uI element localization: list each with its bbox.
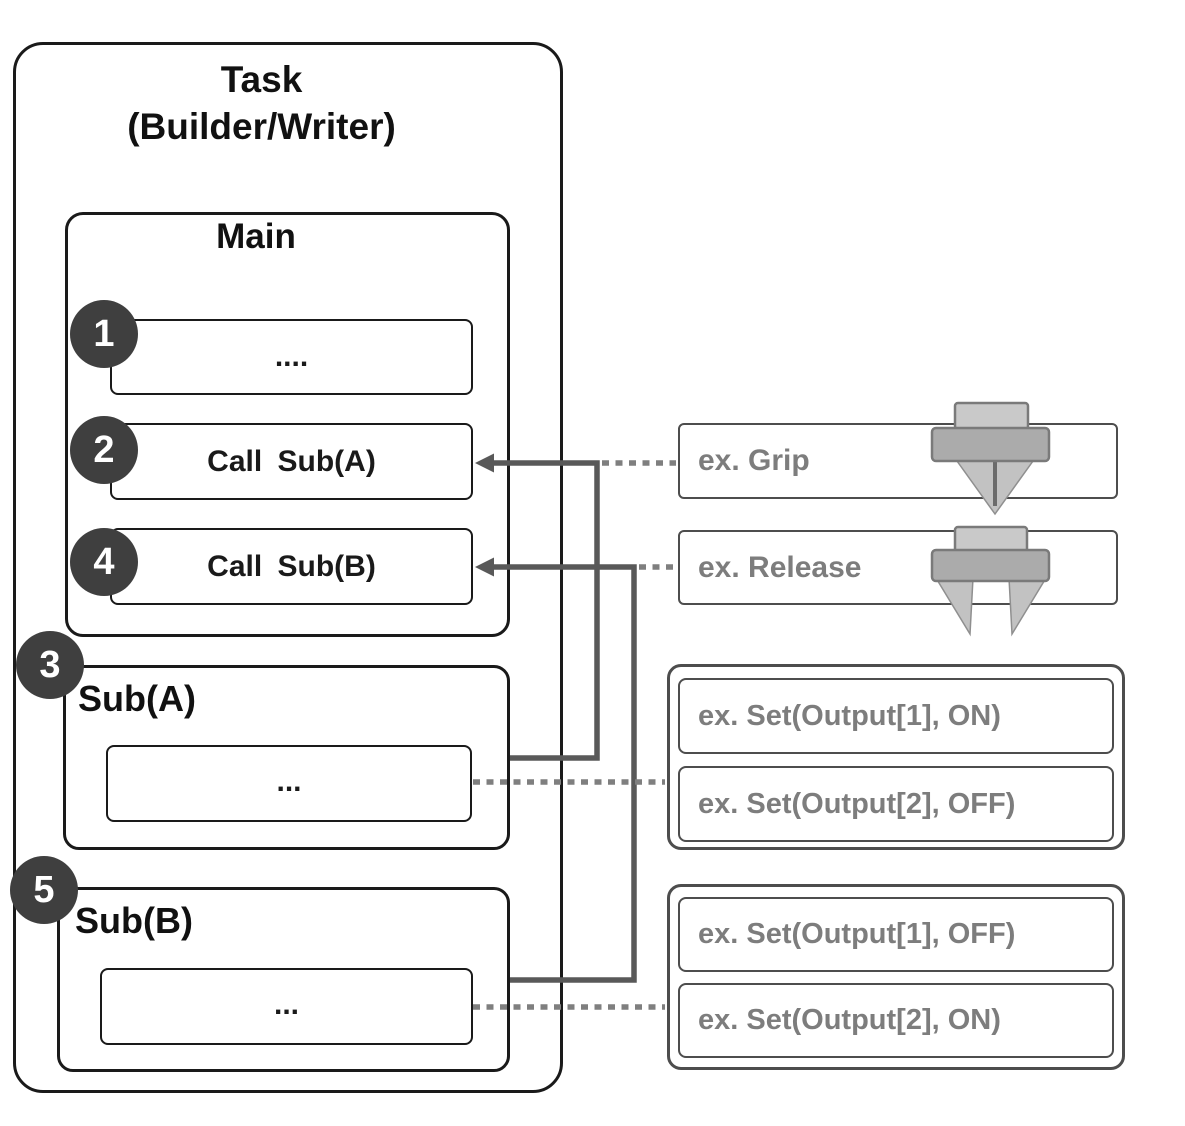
step-number-1: 1 xyxy=(93,312,115,355)
sub-a-example-label-1: ex. Set(Output[1], ON) xyxy=(698,700,1001,732)
example-grip-label: ex. Grip xyxy=(698,444,810,477)
example-release-box: ex. Release xyxy=(678,530,1118,605)
step-number-badge-3: 3 xyxy=(16,631,84,699)
sub-a-example-box-2: ex. Set(Output[2], OFF) xyxy=(678,766,1114,842)
step-number-badge-5: 5 xyxy=(10,856,78,924)
main-step-label-3: Call Sub(B) xyxy=(207,550,376,583)
sub-b-example-label-1: ex. Set(Output[1], OFF) xyxy=(698,918,1016,950)
step-number-badge-4: 4 xyxy=(70,528,138,596)
sub-b-example-box-2: ex. Set(Output[2], ON) xyxy=(678,983,1114,1058)
sub-b-example-label-2: ex. Set(Output[2], ON) xyxy=(698,1004,1001,1036)
sub-a-body-box: ... xyxy=(106,745,472,822)
sub-a-example-box-1: ex. Set(Output[1], ON) xyxy=(678,678,1114,754)
step-number-badge-1: 1 xyxy=(70,300,138,368)
sub-a-example-label-2: ex. Set(Output[2], OFF) xyxy=(698,788,1016,820)
task-title: Task (Builder/Writer) xyxy=(13,56,510,150)
example-release-label: ex. Release xyxy=(698,551,862,584)
main-step-label-2: Call Sub(A) xyxy=(207,445,376,478)
sub-a-title: Sub(A) xyxy=(78,678,196,719)
step-number-2: 2 xyxy=(93,428,115,471)
sub-b-body-label: ... xyxy=(273,988,299,1021)
example-grip-box: ex. Grip xyxy=(678,423,1118,499)
main-step-label-1: .... xyxy=(274,340,309,373)
main-title: Main xyxy=(216,217,296,256)
step-number-badge-2: 2 xyxy=(70,416,138,484)
sub-b-title: Sub(B) xyxy=(75,900,193,941)
task-title-line2: (Builder/Writer) xyxy=(127,106,396,147)
task-title-line1: Task xyxy=(220,59,303,100)
step-number-4: 4 xyxy=(93,540,115,583)
main-step-box-1: .... xyxy=(110,319,473,395)
step-number-5: 5 xyxy=(33,868,55,911)
sub-b-example-box-1: ex. Set(Output[1], OFF) xyxy=(678,897,1114,972)
sub-a-body-label: ... xyxy=(276,765,302,798)
step-number-3: 3 xyxy=(39,643,61,686)
main-step-box-3: Call Sub(B) xyxy=(110,528,473,605)
sub-b-body-box: ... xyxy=(100,968,473,1045)
main-step-box-2: Call Sub(A) xyxy=(110,423,473,500)
